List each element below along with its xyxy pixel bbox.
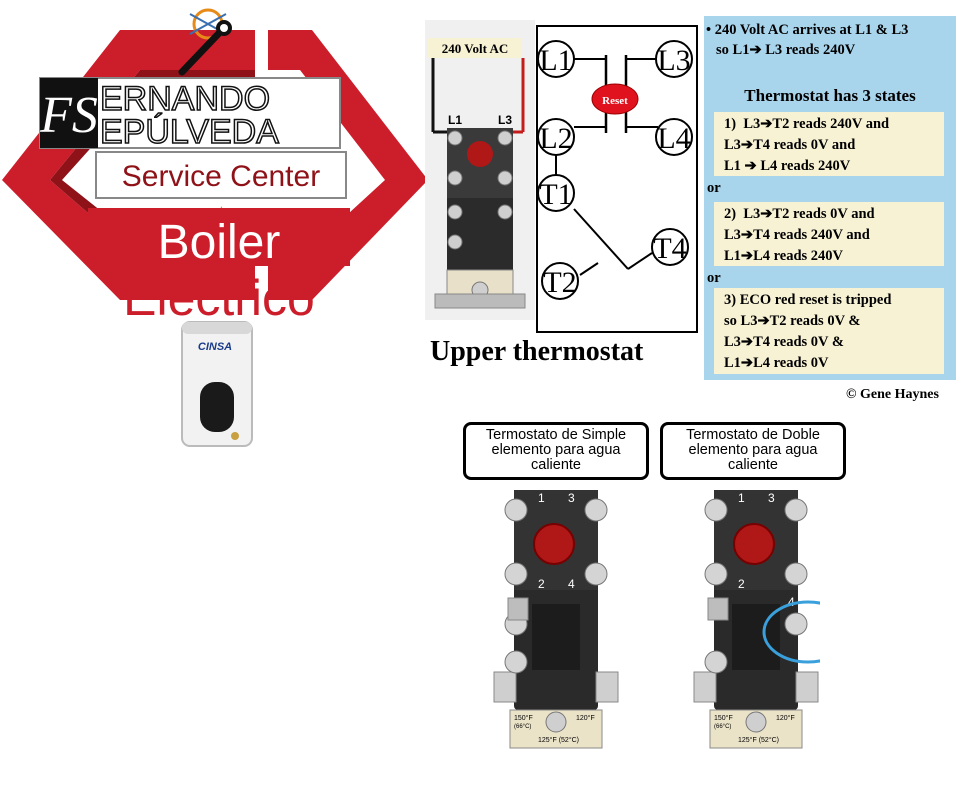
logo-monogram: FS	[39, 87, 98, 144]
temp-label-right: 120°F	[576, 714, 595, 722]
logo-subtitle: Service Center	[122, 160, 320, 193]
svg-text:4: 4	[788, 595, 795, 609]
terminal-numbers: 1 3 2 4	[738, 491, 795, 609]
svg-text:L1: L1	[539, 44, 572, 77]
callout-doble-line2: elemento para agua	[688, 442, 818, 458]
temp-label-left: 150°F	[714, 714, 733, 722]
temp-label-left-c: (66°C)	[514, 724, 531, 730]
or-label-1: or	[707, 180, 721, 196]
states-heading: Thermostat has 3 states	[744, 86, 916, 105]
state-1-line3: L1 ➔ L4 reads 240V	[724, 158, 851, 174]
svg-text:2: 2	[538, 577, 545, 591]
state-2-line3: L1➔L4 reads 240V	[724, 248, 844, 264]
node-t2: T2	[541, 262, 579, 300]
terminal-numbers: 1 3 2 4	[538, 491, 575, 591]
logo-name-line1: ERNANDO	[100, 80, 270, 118]
logo-monogram-box	[40, 78, 98, 148]
or-label-2: or	[707, 270, 721, 286]
svg-text:L2: L2	[539, 122, 572, 155]
logo-subtitle-box	[95, 151, 347, 199]
wrench-icon	[178, 20, 232, 76]
svg-text:4: 4	[568, 577, 575, 591]
node-t1: T1	[537, 174, 575, 212]
state-3-box: 3) ECO red reset is tripped so L3➔T2 rea…	[714, 288, 944, 374]
temp-label-left-c: (66°C)	[714, 724, 731, 730]
supply-label-box	[428, 38, 522, 58]
terminal-screws	[704, 498, 808, 674]
reset-button-symbol	[591, 83, 639, 115]
node-t4: T4	[651, 228, 689, 266]
temp-label-left: 150°F	[514, 714, 533, 722]
state-3-num: 3)	[724, 292, 737, 308]
state-1-line2: L3➔T4 reads 0V and	[724, 137, 856, 153]
water-heater-image: CINSA	[181, 321, 253, 447]
state-2-line1: L3➔T2 reads 0V and	[743, 206, 875, 222]
svg-text:3: 3	[768, 491, 775, 505]
double-element-thermostat-photo: 1 3 2 4 150°F (66°C) 120°F 125°F (52°C)	[693, 490, 820, 749]
callout-double-element: Termostato de Doble elemento para agua c…	[660, 422, 846, 480]
upper-thermostat-photo: 240 Volt AC L1 L3	[425, 20, 535, 320]
fourth-terminal-highlight	[762, 600, 820, 664]
state-3-line1: ECO red reset is tripped	[739, 292, 892, 308]
terminal-label-l1: L1	[448, 113, 462, 127]
svg-text:1: 1	[538, 491, 545, 505]
node-l2: L2	[537, 118, 575, 156]
callout-simple-element: Termostato de Simple elemento para agua …	[463, 422, 649, 480]
callout-doble-line1: Termostato de Doble	[686, 427, 820, 443]
node-l3: L3	[655, 40, 693, 78]
svg-text:2: 2	[738, 577, 745, 591]
state-2-box: 2) L3➔T2 reads 0V and L3➔T4 reads 240V a…	[714, 202, 944, 266]
credit-text: © Gene Haynes	[846, 387, 939, 402]
state-3-line2: so L3➔T2 reads 0V &	[724, 313, 861, 329]
svg-text:L3: L3	[657, 44, 690, 77]
logo-diamond-bottom	[190, 268, 250, 298]
voltage-note: • 240 Volt AC arrives at L1 & L3 so L1➔ …	[706, 20, 956, 60]
reset-label: Reset	[602, 95, 628, 107]
state-1-line1: L3➔T2 reads 240V and	[743, 116, 890, 132]
company-logo: FS ERNANDO EPÚLVEDA Service Center Boile…	[2, 8, 428, 447]
logo-product-line2: Electrico	[123, 270, 315, 326]
terminal-label-l3: L3	[498, 113, 512, 127]
voltage-note-line2: so L1➔ L3 reads 240V	[716, 42, 856, 58]
svg-text:T4: T4	[653, 232, 686, 265]
state-2-num: 2)	[724, 206, 737, 222]
callout-doble-line3: caliente	[728, 457, 778, 473]
svg-text:1: 1	[738, 491, 745, 505]
state-1-num: 1)	[724, 116, 737, 132]
callout-simple-line3: caliente	[531, 457, 581, 473]
callout-simple-line2: elemento para agua	[491, 442, 621, 458]
logo-name-line2: EPÚLVEDA	[100, 113, 279, 151]
upper-thermostat-title: Upper thermostat	[430, 336, 644, 367]
state-3-line4: L1➔L4 reads 0V	[724, 355, 829, 371]
red-reset-dial	[533, 523, 575, 565]
single-element-thermostat-photo: 1 3 2 4 150°F (66°C) 120°F 125°F (52°C)	[493, 490, 619, 749]
svg-text:T1: T1	[539, 178, 572, 211]
red-reset-dial	[733, 523, 775, 565]
node-l1: L1	[537, 40, 575, 78]
logo-diamond-left	[2, 30, 255, 300]
callout-simple-line1: Termostato de Simple	[485, 427, 627, 443]
red-reset-dial	[467, 141, 493, 167]
logo-product-line1: Boiler	[158, 216, 281, 269]
svg-text:T2: T2	[543, 266, 576, 299]
voltage-note-line1: • 240 Volt AC arrives at L1 & L3	[706, 22, 909, 38]
svg-text:L4: L4	[657, 122, 690, 155]
state-3-line3: L3➔T4 reads 0V &	[724, 334, 844, 350]
state-2-line2: L3➔T4 reads 240V and	[724, 227, 870, 243]
svg-text:3: 3	[568, 491, 575, 505]
supply-label: 240 Volt AC	[442, 41, 508, 56]
terminal-screws	[447, 130, 513, 250]
temp-label-bottom: 125°F (52°C)	[538, 736, 579, 744]
heater-brand: CINSA	[198, 341, 232, 353]
temp-label-bottom: 125°F (52°C)	[738, 736, 779, 744]
wiring-diagram: Reset L1 L3 L2 L4 T1 T4 T2	[536, 25, 698, 333]
node-l4: L4	[655, 118, 693, 156]
temp-label-right: 120°F	[776, 714, 795, 722]
state-1-box: 1) L3➔T2 reads 240V and L3➔T4 reads 0V a…	[714, 112, 944, 176]
logo-product-box	[88, 208, 350, 266]
